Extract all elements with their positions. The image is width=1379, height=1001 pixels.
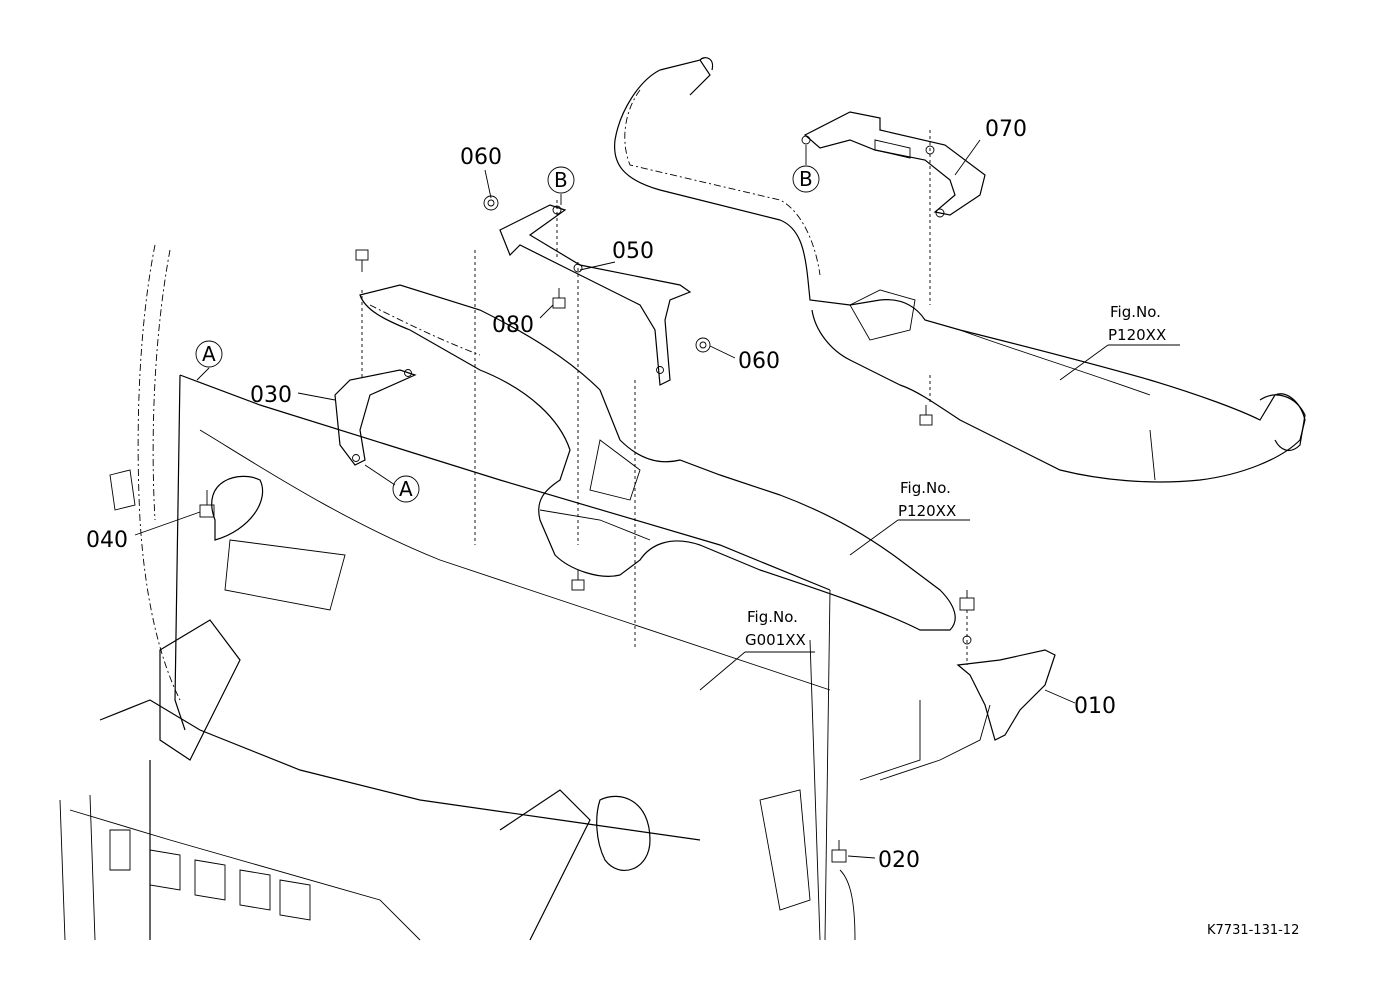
part-label-030: 030 (250, 383, 292, 408)
bracket-010 (956, 610, 1056, 741)
svg-text:P120XX: P120XX (1108, 326, 1166, 344)
svg-text:Fig.No.: Fig.No. (747, 608, 798, 626)
fig-ref-lower-duct: Fig.No. P120XX (898, 479, 956, 520)
drawing-code: K7731-131-12 (1207, 923, 1299, 938)
nut-060-right (695, 337, 711, 353)
part-label-060-top: 060 (460, 145, 502, 170)
bolt-010 (959, 590, 975, 611)
svg-text:G001XX: G001XX (745, 631, 806, 649)
marker-a-lower: A (392, 475, 420, 503)
part-label-040: 040 (86, 528, 128, 553)
marker-b-bracket-050: B (547, 166, 575, 194)
bracket-050 (474, 200, 692, 650)
lower-air-duct (359, 284, 956, 631)
part-label-020: 020 (878, 848, 920, 873)
part-label-070: 070 (985, 117, 1027, 142)
bolt-040 (199, 490, 215, 518)
svg-text:P120XX: P120XX (898, 502, 956, 520)
leader-lines (134, 139, 1180, 859)
svg-text:B: B (799, 167, 813, 191)
fig-ref-upper-duct: Fig.No. P120XX (1108, 303, 1166, 344)
bolt-030-top (355, 249, 369, 272)
bracket-070 (801, 111, 986, 405)
fig-ref-frame: Fig.No. G001XX (745, 608, 806, 649)
part-label-080: 080 (492, 313, 534, 338)
part-label-060-right: 060 (738, 349, 780, 374)
nut-060-top (483, 195, 499, 211)
svg-text:A: A (202, 342, 216, 366)
bracket-030 (334, 290, 417, 466)
marker-b-bracket-070: B (792, 165, 820, 193)
front-frame-body (59, 244, 991, 941)
fasteners (199, 195, 975, 863)
svg-text:Fig.No.: Fig.No. (900, 479, 951, 497)
bolt-upper-duct (919, 405, 933, 426)
part-label-050: 050 (612, 239, 654, 264)
svg-text:A: A (399, 477, 413, 501)
marker-a-upper: A (195, 340, 223, 368)
bolt-020 (831, 840, 847, 863)
bolt-lower-duct (571, 570, 585, 591)
part-label-010: 010 (1074, 694, 1116, 719)
svg-text:B: B (554, 168, 568, 192)
svg-text:Fig.No.: Fig.No. (1110, 303, 1161, 321)
bolt-080 (552, 288, 566, 309)
upper-air-duct (613, 57, 1306, 483)
